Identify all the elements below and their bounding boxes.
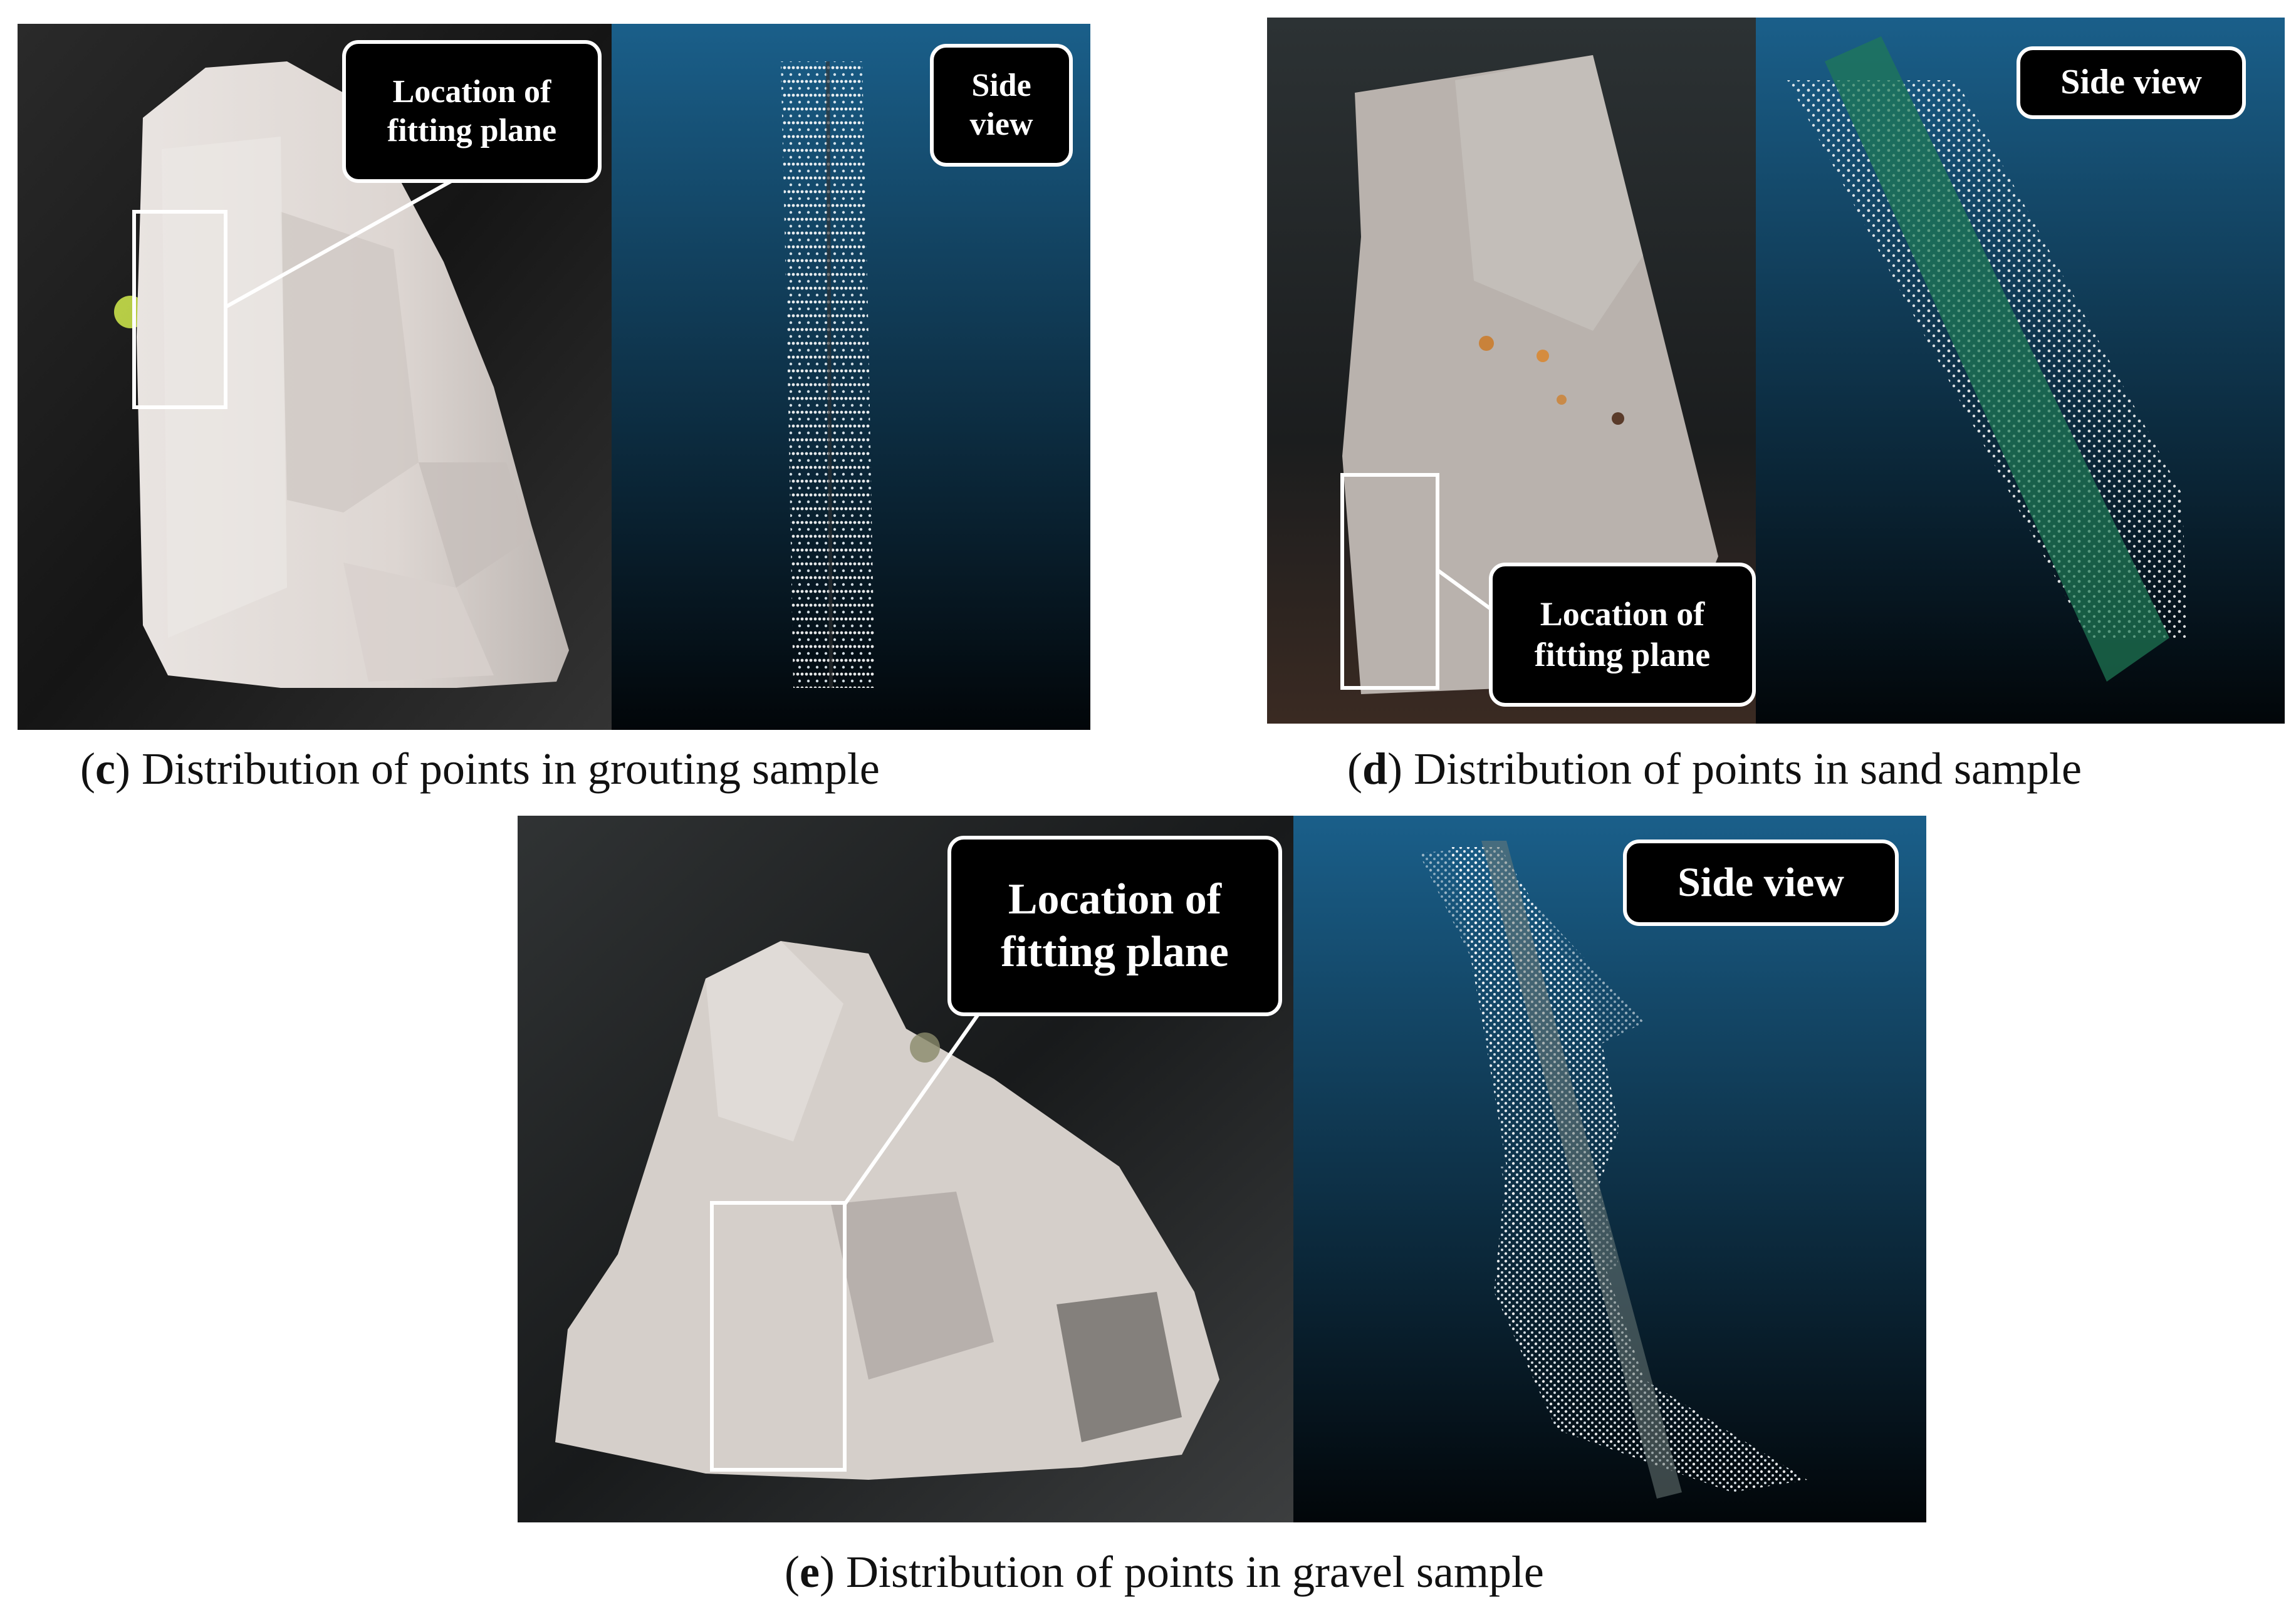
callout-line-1: Location of (1008, 875, 1222, 923)
side-view-line-1: Side view (1678, 860, 1844, 906)
callout-line-2: fitting plane (1001, 928, 1229, 976)
caption-text: Distribution of points in gravel sample (845, 1547, 1544, 1597)
side-view-label: Side view (930, 44, 1073, 167)
caption-letter: c (95, 744, 115, 794)
callout-line-2: fitting plane (387, 113, 557, 148)
caption-c: (c) Distribution of points in grouting s… (80, 744, 880, 794)
callout-line-1: Location of (1540, 595, 1705, 633)
callout-line-2: fitting plane (1534, 636, 1711, 673)
side-view-line-1: Side (971, 67, 1031, 103)
side-view-label: Side view (1623, 840, 1899, 926)
fitting-plane-callout: Location of fitting plane (947, 836, 1282, 1016)
caption-e: (e) Distribution of points in gravel sam… (785, 1547, 1544, 1597)
caption-text: Distribution of points in grouting sampl… (141, 744, 880, 794)
fitting-plane-callout: Location of fitting plane (1489, 563, 1756, 707)
caption-text: Distribution of points in sand sample (1414, 744, 2082, 794)
side-view-label: Side view (2017, 46, 2246, 119)
fitting-plane-callout: Location of fitting plane (342, 40, 602, 183)
caption-letter: e (799, 1547, 820, 1597)
side-view-line-2: view (969, 107, 1033, 142)
caption-letter: d (1362, 744, 1388, 794)
gravel-point-cloud (1293, 816, 1926, 1522)
side-view-line-1: Side view (2060, 63, 2202, 102)
sand-point-cloud (1756, 18, 2285, 724)
callout-line-1: Location of (392, 73, 551, 110)
caption-d: (d) Distribution of points in sand sampl… (1347, 744, 2082, 794)
